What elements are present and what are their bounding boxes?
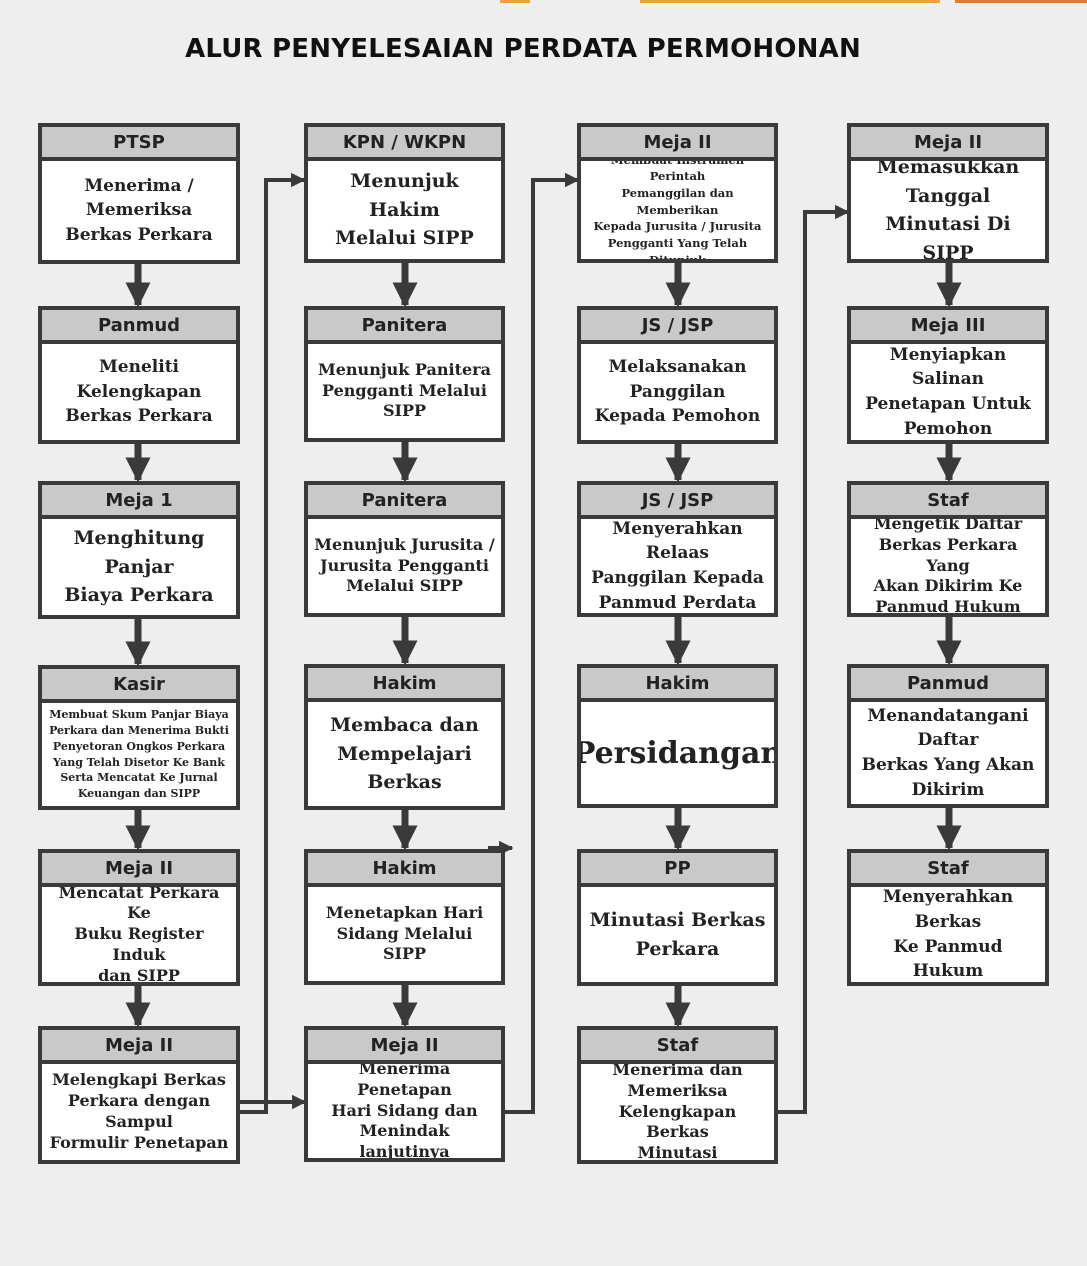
- flow-step-header: JS / JSP: [581, 310, 774, 344]
- flow-connector: [778, 204, 850, 1114]
- flow-step-header: Meja III: [851, 310, 1045, 344]
- flow-step-box: JS / JSP Melaksanakan Panggilan Kepada Pe…: [577, 306, 778, 444]
- page-title: ALUR PENYELESAIAN PERDATA PERMOHONAN: [185, 34, 861, 64]
- flow-step-header: Meja 1: [42, 485, 236, 519]
- flow-step-text: Memasukkan Tanggal Minutasi Di SIPP: [876, 161, 1020, 259]
- flow-step-text: Meneliti Kelengkapan Berkas Perkara: [65, 357, 213, 427]
- flow-step-text: Mengetik Daftar Berkas Perkara Yang Akan…: [873, 519, 1023, 613]
- flow-step-header: KPN / WKPN: [308, 127, 501, 161]
- flow-step-header: Staf: [851, 485, 1045, 519]
- flow-step-header: Panmud: [851, 668, 1045, 702]
- flow-step-text: Mencatat Perkara Ke Buku Register Induk …: [58, 887, 220, 982]
- accent-bar: [500, 0, 530, 3]
- flow-step-header: Staf: [581, 1030, 774, 1064]
- flow-step-box: PP Minutasi Berkas Perkara: [577, 849, 778, 986]
- flow-step-text: Membaca dan Mempelajari Berkas: [330, 714, 479, 794]
- accent-bar: [640, 0, 940, 3]
- flow-step-text: Persidangan: [581, 735, 774, 771]
- flow-step-header: Hakim: [581, 668, 774, 702]
- flow-step-header: Hakim: [308, 853, 501, 887]
- flow-step-header: Hakim: [308, 668, 501, 702]
- flow-step-text: Menyerahkan Berkas Ke Panmud Hukum: [882, 887, 1014, 982]
- flow-step-header: Panitera: [308, 310, 501, 344]
- flow-step-header: PP: [581, 853, 774, 887]
- flow-step-text: Menunjuk Hakim Melalui SIPP: [335, 170, 474, 250]
- flow-step-text: Menunjuk Jurusita / Jurusita Pengganti M…: [314, 534, 495, 596]
- flow-step-text: Minutasi Berkas Perkara: [589, 909, 766, 960]
- flow-step-text: Menyerahkan Relaas Panggilan Kepada Panm…: [591, 519, 764, 613]
- flow-step-header: Meja II: [42, 1030, 236, 1064]
- flow-step-text: Membuat Instrumen Perintah Pemanggilan d…: [593, 161, 762, 259]
- flow-step-text: Menerima Penetapan Hari Sidang dan Menin…: [331, 1064, 478, 1158]
- flow-step-text: Menghitung Panjar Biaya Perkara: [64, 527, 214, 607]
- flow-step-text: Membuat Skum Panjar Biaya Perkara dan Me…: [49, 707, 229, 801]
- flow-step-box: Meja IIMembuat Instrumen Perintah Pemang…: [577, 123, 778, 263]
- flow-step-text: Menerima / Memeriksa Berkas Perkara: [65, 175, 213, 245]
- flow-step-header: Kasir: [42, 669, 236, 703]
- flow-step-text: Menyiapkan Salinan Penetapan Untuk Pemoh…: [865, 344, 1031, 439]
- flow-step-text: Menandatangani Daftar Berkas Yang Akan D…: [861, 705, 1035, 800]
- flow-step-header: JS / JSP: [581, 485, 774, 519]
- flow-step-header: Meja II: [308, 1030, 501, 1064]
- flow-step-header: Panmud: [42, 310, 236, 344]
- flow-step-text: Melaksanakan Panggilan Kepada Pemohon: [594, 357, 761, 427]
- flow-step-text: Menetapkan Hari Sidang Melalui SIPP: [325, 902, 484, 964]
- flow-step-header: Meja II: [42, 853, 236, 887]
- flow-step-box: Meja 1 Menghitung Panjar Biaya Perkara: [38, 481, 240, 619]
- flow-step-box: KPN / WKPN Menunjuk Hakim Melalui SIPP: [304, 123, 505, 263]
- flow-step-header: Staf: [851, 853, 1045, 887]
- flow-step-header: Meja II: [581, 127, 774, 161]
- flow-step-box: PTSP Menerima / Memeriksa Berkas Perkara: [38, 123, 240, 264]
- flow-step-text: Menunjuk Panitera Pengganti Melalui SIPP: [318, 359, 491, 421]
- flow-step-box: Meja II Melengkapi Berkas Perkara dengan …: [38, 1026, 240, 1164]
- flow-step-header: PTSP: [42, 127, 236, 161]
- flow-step-text: Menerima dan Memeriksa Kelengkapan Berka…: [612, 1064, 743, 1160]
- flow-connector: [240, 172, 306, 1114]
- flow-step-text: Melengkapi Berkas Perkara dengan Sampul …: [49, 1070, 229, 1152]
- flow-step-header: Panitera: [308, 485, 501, 519]
- accent-bar: [955, 0, 1087, 3]
- flow-connector: [505, 172, 580, 1114]
- flow-step-header: Meja II: [851, 127, 1045, 161]
